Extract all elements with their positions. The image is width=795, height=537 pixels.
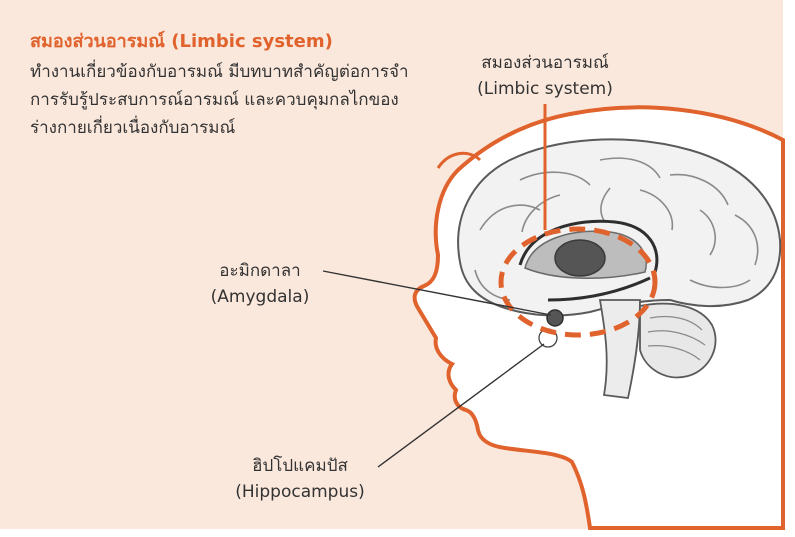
hippocampus-label-english: (Hippocampus) — [225, 479, 375, 505]
amygdala-structure — [547, 310, 563, 326]
amygdala-label: อะมิกดาลา (Amygdala) — [195, 258, 325, 310]
thalamus — [555, 240, 605, 276]
description-body: ทำงานเกี่ยวข้องกับอารมณ์ มีบทบาทสำคัญต่อ… — [30, 58, 410, 142]
limbic-label-thai: สมองส่วนอารมณ์ — [450, 50, 640, 76]
amygdala-label-english: (Amygdala) — [195, 284, 325, 310]
hippocampus-label: ฮิปโปแคมปัส (Hippocampus) — [225, 453, 375, 505]
bottom-margin — [0, 529, 795, 537]
limbic-label-english: (Limbic system) — [450, 76, 640, 102]
limbic-description: สมองส่วนอารมณ์ (Limbic system) ทำงานเกี่… — [30, 28, 410, 142]
limbic-label: สมองส่วนอารมณ์ (Limbic system) — [450, 50, 640, 102]
amygdala-label-thai: อะมิกดาลา — [195, 258, 325, 284]
hippocampus-label-thai: ฮิปโปแคมปัส — [225, 453, 375, 479]
description-title: สมองส่วนอารมณ์ (Limbic system) — [30, 28, 410, 56]
